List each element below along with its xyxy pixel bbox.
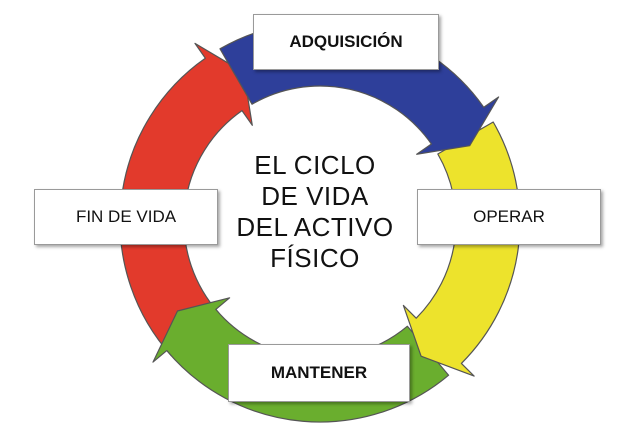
stage-box-mantener: MANTENER bbox=[228, 344, 410, 402]
center-title-line: EL CICLO bbox=[254, 150, 376, 180]
center-title-line: DEL ACTIVO bbox=[236, 212, 394, 242]
stage-label-mantener: MANTENER bbox=[270, 363, 368, 382]
stage-label-operar: OPERAR bbox=[473, 207, 545, 226]
yellow-arrow-segment bbox=[402, 121, 521, 377]
center-title: EL CICLO DE VIDA DEL ACTIVO FÍSICO bbox=[230, 150, 400, 274]
stage-box-fin-de-vida: FIN DE VIDA bbox=[34, 189, 218, 245]
center-title-line: FÍSICO bbox=[270, 243, 360, 273]
stage-box-operar: OPERAR bbox=[417, 189, 601, 245]
center-title-line: DE VIDA bbox=[261, 181, 369, 211]
stage-label-fin-de-vida: FIN DE VIDA bbox=[75, 207, 177, 226]
stage-box-adquisicion: ADQUISICIÓN bbox=[253, 14, 439, 70]
stage-label-adquisicion: ADQUISICIÓN bbox=[289, 32, 403, 51]
